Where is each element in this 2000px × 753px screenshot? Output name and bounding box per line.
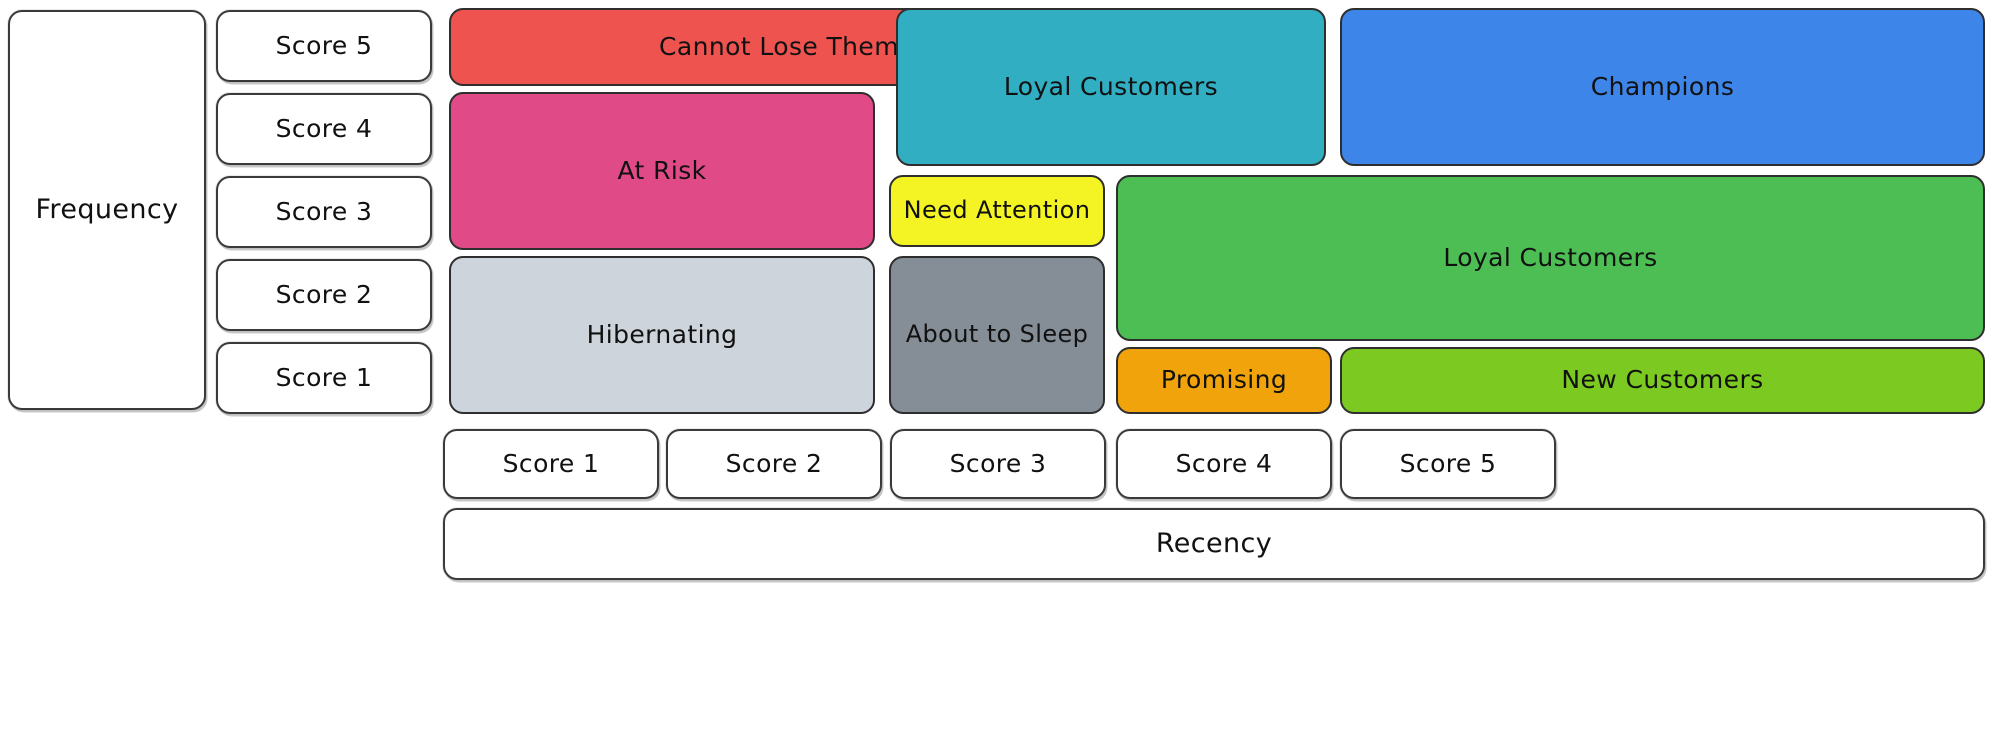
recency-score-5: Score 5	[1340, 429, 1556, 499]
recency-score-1: Score 1	[443, 429, 659, 499]
segment-about-to-sleep[interactable]: About to Sleep	[889, 256, 1105, 414]
segment-hibernating[interactable]: Hibernating	[449, 256, 875, 414]
frequency-score-2: Score 2	[216, 259, 432, 331]
axis-label-recency: Recency	[443, 508, 1985, 580]
recency-score-3: Score 3	[890, 429, 1106, 499]
recency-score-2: Score 2	[666, 429, 882, 499]
frequency-score-1: Score 1	[216, 342, 432, 414]
segment-new-customers[interactable]: New Customers	[1340, 347, 1985, 414]
frequency-score-3: Score 3	[216, 176, 432, 248]
segment-promising[interactable]: Promising	[1116, 347, 1332, 414]
segment-at-risk[interactable]: At Risk	[449, 92, 875, 250]
frequency-score-5: Score 5	[216, 10, 432, 82]
segment-loyal-customers-teal[interactable]: Loyal Customers	[896, 8, 1326, 166]
segment-champions[interactable]: Champions	[1340, 8, 1985, 166]
axis-label-frequency: Frequency	[8, 10, 206, 410]
recency-score-4: Score 4	[1116, 429, 1332, 499]
frequency-score-4: Score 4	[216, 93, 432, 165]
segment-need-attention[interactable]: Need Attention	[889, 175, 1105, 247]
segment-loyal-customers-green[interactable]: Loyal Customers	[1116, 175, 1985, 341]
